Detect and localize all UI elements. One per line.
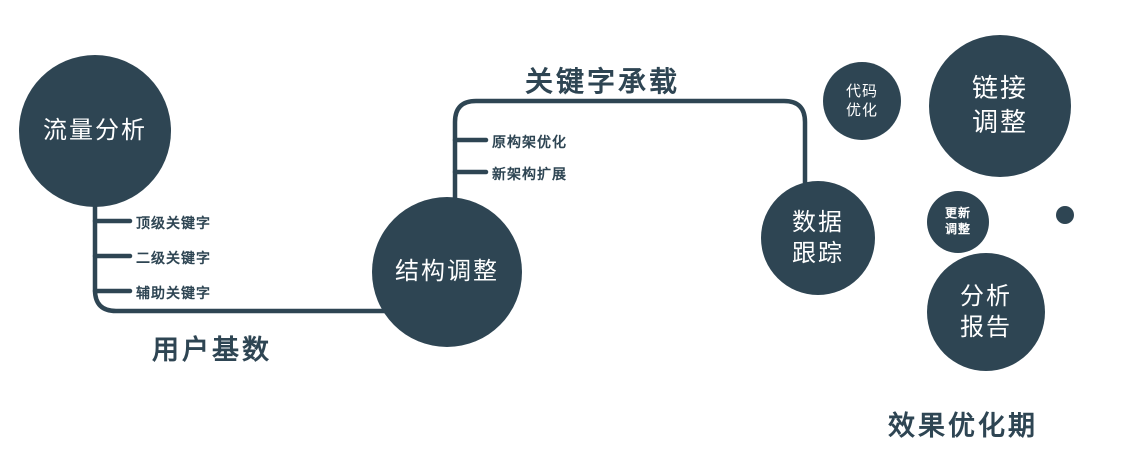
node-update-adjust: 更新 调整 <box>927 191 989 253</box>
label-keyword-carry: 关键字承载 <box>525 66 681 97</box>
node-link-adjust: 链接 调整 <box>929 35 1071 177</box>
connector-structure-tracking <box>452 98 808 213</box>
small-dot-node <box>1056 206 1074 224</box>
node-data-tracking-label: 数据 跟踪 <box>792 208 844 267</box>
branch-arch-optimize: 原构架优化 <box>492 134 567 150</box>
node-structure-adjust-label: 结构调整 <box>395 258 499 286</box>
node-traffic-analysis-label: 流量分析 <box>43 117 147 145</box>
node-traffic-analysis: 流量分析 <box>19 55 171 207</box>
node-code-optimize-label: 代码 优化 <box>845 82 878 120</box>
branch-aux-keyword: 辅助关键字 <box>136 285 211 301</box>
branch-second-keyword: 二级关键字 <box>136 250 211 266</box>
node-analysis-report-label: 分析 报告 <box>960 282 1012 341</box>
node-structure-adjust: 结构调整 <box>372 197 522 347</box>
branch-arch-expand: 新架构扩展 <box>492 166 567 182</box>
node-link-adjust-label: 链接 调整 <box>971 73 1028 137</box>
node-analysis-report: 分析 报告 <box>927 253 1045 371</box>
label-user-base: 用户基数 <box>152 335 272 365</box>
branch-top-keyword: 顶级关键字 <box>136 215 211 231</box>
label-effect-period: 效果优化期 <box>888 411 1038 441</box>
node-code-optimize: 代码 优化 <box>823 62 901 140</box>
node-data-tracking: 数据 跟踪 <box>761 181 875 295</box>
node-update-adjust-label: 更新 调整 <box>944 206 971 236</box>
